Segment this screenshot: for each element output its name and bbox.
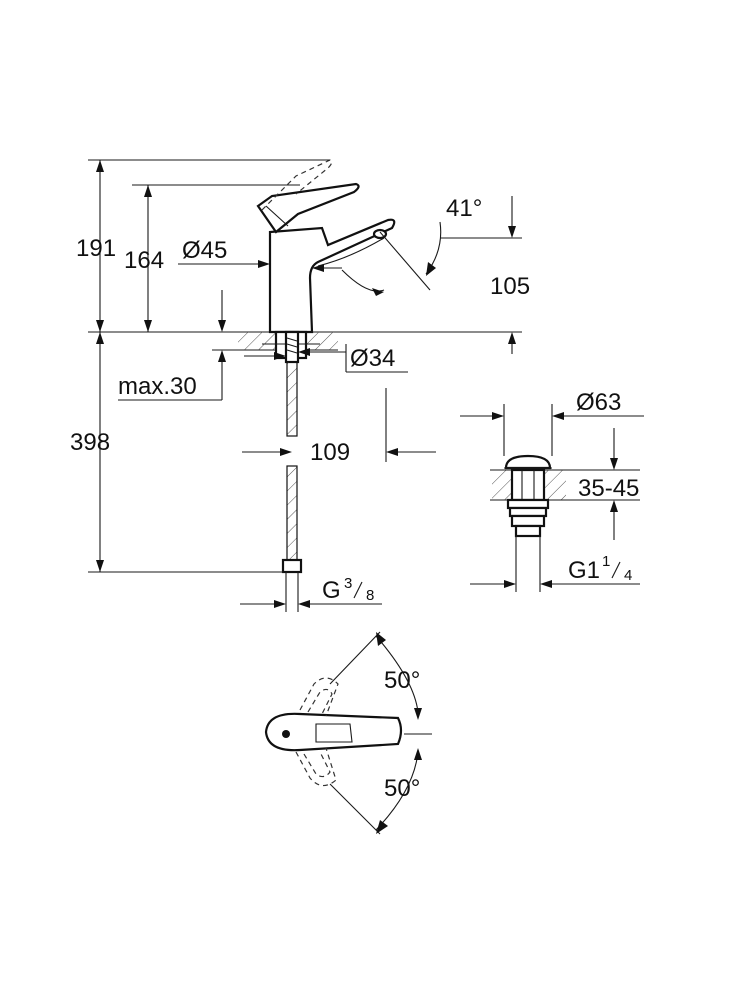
dim-height-total: 191 [76,235,116,262]
waste-tail [514,524,542,538]
hose-fitting [281,558,303,574]
dim-waste-thickness: 35-45 [578,475,639,502]
dim-spout-reach: 109 [310,439,350,466]
flexible-hose-upper [286,361,298,437]
dim-waste-thread: G1 [568,557,600,584]
dim-height-spout: 164 [124,247,164,274]
dim-connection-thread-den: 8 [366,587,374,604]
lever-handle [256,182,360,234]
dim-connection-thread-num: 3 [344,575,352,592]
waste-nut-2 [508,506,548,518]
lever-rotated-up [299,677,339,717]
dim-connection-thread: G [322,577,341,604]
flexible-hose-lower [286,465,298,561]
waste-cap [504,454,552,470]
waste-nut-1 [506,498,550,510]
waste-body [510,468,546,502]
dim-waste-thread-den: 4 [624,567,632,584]
dim-max-thickness: max.30 [118,373,197,400]
dim-waste-thread-num: 1 [602,553,610,570]
lever-top-view [264,712,403,752]
lever-rotated-down [295,747,337,787]
faucet-body [268,218,396,334]
waste-fitting: Ø63 35-45 G1 1 4 [460,389,644,592]
dim-body-diameter: Ø45 [182,237,227,264]
dim-waste-diameter: Ø63 [576,389,621,416]
faucet-top-view: 50° 50° [264,631,432,835]
faucet-side-view: 191 164 Ø45 41° 105 max.30 [70,159,530,612]
dim-spout-height: 105 [490,273,530,300]
dim-hole-diameter: Ø34 [350,345,395,372]
indicator-dot [282,730,290,738]
dim-lever-angle: 41° [446,195,482,222]
dim-hose-length: 398 [70,429,110,456]
dim-swivel-angle-top: 50° [384,667,420,694]
dim-swivel-angle-bottom: 50° [384,775,420,802]
waste-nut-3 [510,514,546,528]
lever-open-position [261,159,333,211]
